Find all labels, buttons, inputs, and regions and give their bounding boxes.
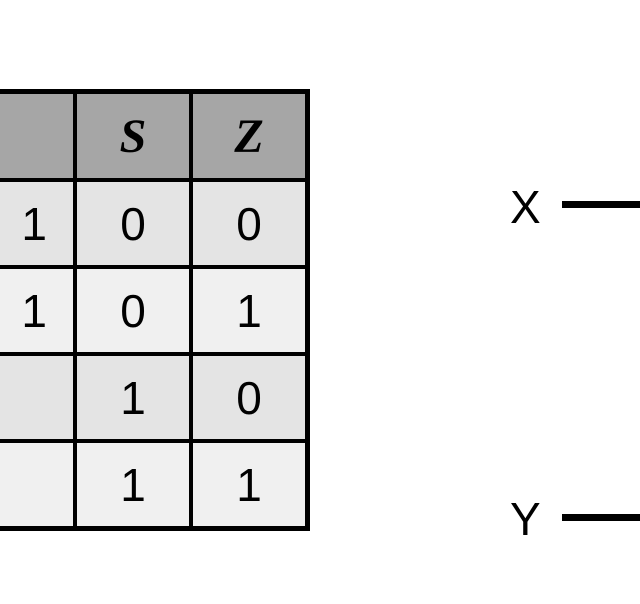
- table-cell: 0: [189, 352, 310, 443]
- table-cell: 0: [189, 178, 310, 269]
- input-label-y: Y: [510, 493, 541, 545]
- input-label-x: X: [510, 181, 541, 233]
- table-cell: 1: [189, 265, 310, 356]
- header-s: S: [73, 89, 193, 182]
- table-row: 1 1: [0, 439, 310, 531]
- table-cell: 1: [0, 178, 77, 269]
- table-row: 1 0: [0, 352, 310, 443]
- input-wire-x: [562, 201, 640, 208]
- table-cell: 1: [189, 439, 310, 531]
- truth-table: S Z 1 0 0 1 0 1 1 0 1 1: [0, 89, 310, 531]
- table-cell: 1: [73, 352, 193, 443]
- table-cell: 0: [73, 265, 193, 356]
- header-z: Z: [189, 89, 310, 182]
- truth-table-header-row: S Z: [0, 89, 310, 182]
- table-cell: [0, 439, 77, 531]
- table-cell: [0, 352, 77, 443]
- table-row: 1 0 1: [0, 265, 310, 356]
- input-wire-y: [562, 514, 640, 521]
- table-cell: 1: [0, 265, 77, 356]
- header-partial-column: [0, 89, 77, 182]
- table-cell: 0: [73, 178, 193, 269]
- table-row: 1 0 0: [0, 178, 310, 269]
- table-cell: 1: [73, 439, 193, 531]
